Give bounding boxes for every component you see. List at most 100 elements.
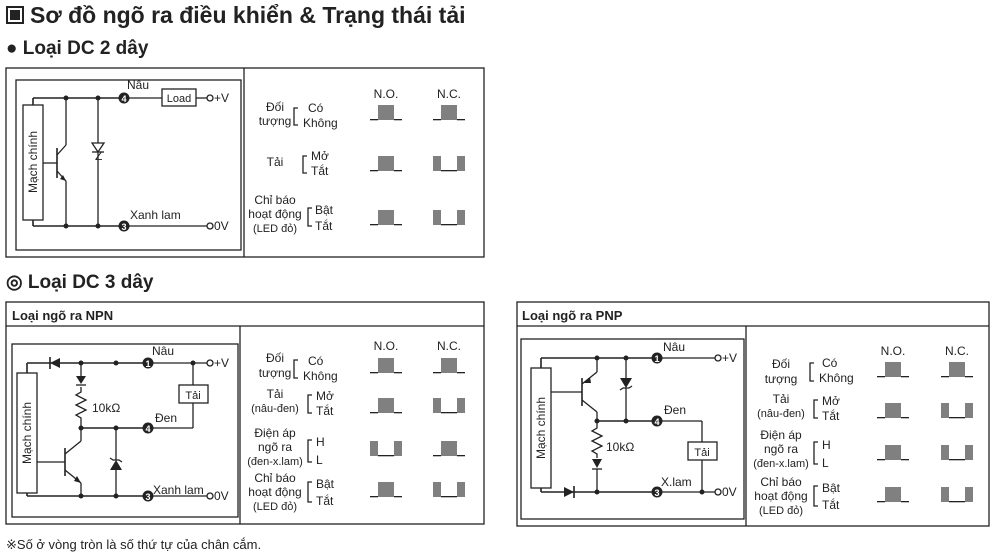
svg-text:hoạt động: hoạt động: [754, 489, 807, 503]
svg-text:Tắt: Tắt: [316, 493, 334, 508]
svg-text:Tắt: Tắt: [822, 497, 840, 512]
svg-text:1: 1: [145, 359, 150, 369]
svg-text:(nâu-đen): (nâu-đen): [251, 403, 299, 415]
pnp-pin-4: [651, 415, 663, 427]
svg-text:L: L: [316, 453, 323, 467]
svg-text:Đen: Đen: [664, 403, 686, 417]
wire-blue-label: Xanh lam: [130, 208, 181, 222]
svg-text:Điện áp: Điện áp: [760, 428, 802, 442]
svg-text:H: H: [316, 435, 325, 449]
npn-pin-3: [142, 490, 154, 502]
svg-text:hoạt động: hoạt động: [248, 207, 301, 221]
svg-text:Tải: Tải: [267, 387, 284, 401]
svg-text:N.O.: N.O.: [374, 339, 399, 353]
svg-text:N.C.: N.C.: [945, 344, 969, 358]
dc2-frame: [5, 67, 485, 258]
svg-text:Mạch chính: Mạch chính: [20, 402, 34, 464]
svg-text:Không: Không: [303, 369, 338, 383]
svg-text:(đen-x.lam): (đen-x.lam): [753, 458, 809, 470]
svg-text:Đối: Đối: [772, 357, 790, 371]
npn-circuit: Mạch chính 10kΩ: [11, 343, 239, 518]
npn-pin-4: [142, 422, 154, 434]
zero-v-label: 0V: [214, 219, 229, 233]
dc2-heading: ● Loại DC 2 dây: [6, 38, 149, 59]
svg-text:Có: Có: [308, 354, 324, 368]
npn-pin-1: [142, 357, 154, 369]
svg-text:0V: 0V: [214, 489, 229, 503]
svg-text:3: 3: [145, 492, 150, 502]
svg-text:Nâu: Nâu: [663, 340, 685, 354]
zener-label: Z: [95, 149, 102, 163]
pnp-timing: N.O. N.C. Đối tượng Có Không Tải (nâu-đe…: [753, 344, 973, 517]
dc3-heading: ◎ Loại DC 3 dây: [6, 272, 154, 293]
svg-text:hoạt động: hoạt động: [248, 485, 301, 499]
svg-text:Tải: Tải: [267, 155, 284, 169]
svg-text:ngõ ra: ngõ ra: [764, 442, 798, 456]
svg-text:3: 3: [654, 488, 659, 498]
svg-text:Bật: Bật: [316, 477, 335, 491]
svg-text:ngõ ra: ngõ ra: [258, 440, 292, 454]
svg-text:Bật: Bật: [822, 481, 841, 495]
pnp-title: Loại ngõ ra PNP: [522, 308, 623, 323]
svg-text:Đối: Đối: [266, 100, 284, 114]
svg-text:H: H: [822, 438, 831, 452]
svg-text:Có: Có: [822, 356, 838, 370]
pnp-circuit: Mạch chính 10kΩ 1: [520, 338, 745, 520]
svg-text:Tắt: Tắt: [311, 163, 329, 178]
svg-text:Tắt: Tắt: [316, 403, 334, 418]
svg-text:10kΩ: 10kΩ: [92, 401, 120, 415]
svg-text:4: 4: [654, 417, 659, 427]
col-no: N.O.: [374, 87, 399, 101]
svg-text:(LED đỏ): (LED đỏ): [759, 505, 803, 517]
svg-text:tượng: tượng: [259, 114, 292, 128]
npn-frame: Loại ngõ ra NPN: [5, 301, 485, 525]
svg-text:X.lam: X.lam: [661, 475, 692, 489]
svg-text:Mở: Mở: [311, 149, 329, 163]
dc2-circuit: Mạch chính Z 4 3 Nâu Xanh lam Load: [15, 78, 242, 251]
square-bullet-icon: [6, 6, 24, 24]
svg-text:N.O.: N.O.: [881, 344, 906, 358]
pin-3: [118, 220, 130, 232]
svg-text:Tắt: Tắt: [315, 218, 333, 233]
svg-text:Chỉ báo: Chỉ báo: [254, 193, 296, 207]
svg-text:(LED đỏ): (LED đỏ): [253, 501, 297, 513]
svg-text:Chỉ báo: Chỉ báo: [760, 475, 802, 489]
svg-text:Tải: Tải: [185, 390, 200, 402]
svg-text:Bật: Bật: [315, 203, 334, 217]
svg-text:(đen-x.lam): (đen-x.lam): [247, 456, 303, 468]
svg-text:0V: 0V: [722, 485, 737, 499]
svg-text:Chỉ báo: Chỉ báo: [254, 471, 296, 485]
svg-text:Đối: Đối: [266, 351, 284, 365]
svg-text:Tải: Tải: [694, 447, 709, 459]
svg-text:Xanh lam: Xanh lam: [153, 483, 204, 497]
svg-text:L: L: [822, 456, 829, 470]
svg-text:tượng: tượng: [765, 372, 798, 386]
svg-text:tượng: tượng: [259, 366, 292, 380]
col-nc: N.C.: [437, 87, 461, 101]
wire-brown-label: Nâu: [127, 78, 149, 92]
vplus-label: +V: [214, 91, 229, 105]
svg-text:Mở: Mở: [316, 389, 334, 403]
svg-text:(LED đỏ): (LED đỏ): [253, 223, 297, 235]
npn-title: Loại ngõ ra NPN: [12, 308, 113, 323]
svg-text:Đen: Đen: [155, 411, 177, 425]
svg-text:Điện áp: Điện áp: [254, 426, 296, 440]
svg-text:+V: +V: [722, 351, 737, 365]
svg-text:4: 4: [145, 424, 150, 434]
svg-text:Không: Không: [303, 116, 338, 130]
pin-4: [118, 92, 130, 104]
pnp-frame: Loại ngõ ra PNP: [516, 301, 990, 527]
dc2-timing: N.O. N.C. Đối tượng Có Không Tải Mở Tắt …: [248, 87, 465, 235]
footnote: ※Số ở vòng tròn là số thứ tự của chân cắ…: [6, 537, 262, 552]
svg-text:Không: Không: [819, 371, 854, 385]
svg-text:Mở: Mở: [822, 394, 840, 408]
svg-text:(nâu-đen): (nâu-đen): [757, 408, 805, 420]
page-title: Sơ đồ ngõ ra điều khiển & Trạng thái tải: [6, 2, 466, 29]
main-circuit-label: Mạch chính: [26, 131, 40, 193]
svg-text:Tắt: Tắt: [822, 408, 840, 423]
svg-text:+V: +V: [214, 356, 229, 370]
svg-text:N.C.: N.C.: [437, 339, 461, 353]
svg-text:10kΩ: 10kΩ: [606, 440, 634, 454]
svg-text:Tải: Tải: [773, 392, 790, 406]
